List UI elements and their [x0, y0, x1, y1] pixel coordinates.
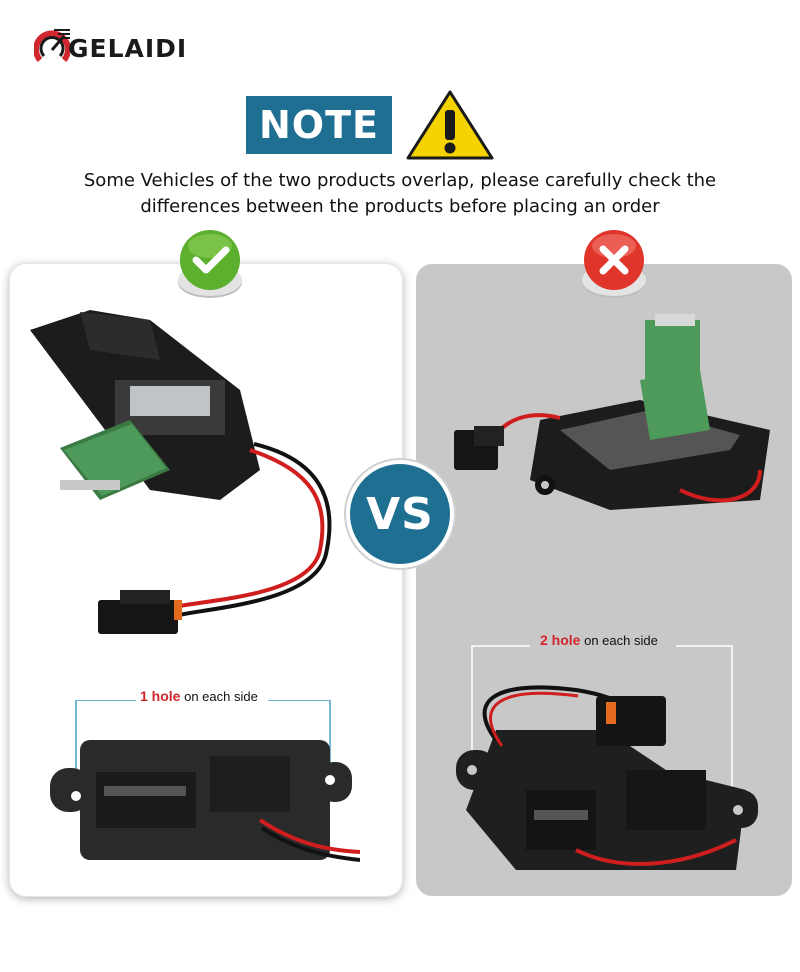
correct-resistor-photo — [30, 310, 332, 634]
caption-line-1: Some Vehicles of the two products overla… — [83, 170, 717, 191]
cross-icon — [582, 230, 646, 298]
left-hole-label: 1 hole on each side — [140, 688, 258, 704]
right-hole-label: 2 hole on each side — [540, 632, 658, 648]
warning-triangle-icon — [406, 90, 494, 160]
left-hole-suffix: on each side — [184, 689, 258, 704]
incorrect-mounting-view — [456, 645, 758, 870]
note-label: NOTE — [246, 96, 392, 154]
brand-name: GELAIDI — [68, 34, 188, 63]
incorrect-resistor-photo — [454, 314, 770, 510]
gauge-logo-icon — [34, 29, 70, 62]
right-hole-count: 2 hole — [540, 632, 581, 648]
checkmark-icon — [178, 230, 242, 298]
vs-badge: VS — [350, 464, 450, 564]
brand-logo: GELAIDI — [34, 26, 194, 74]
right-hole-suffix: on each side — [584, 633, 658, 648]
caption-line-2: differences between the products before … — [140, 196, 660, 217]
left-hole-count: 1 hole — [140, 688, 181, 704]
correct-mounting-view — [50, 700, 360, 862]
